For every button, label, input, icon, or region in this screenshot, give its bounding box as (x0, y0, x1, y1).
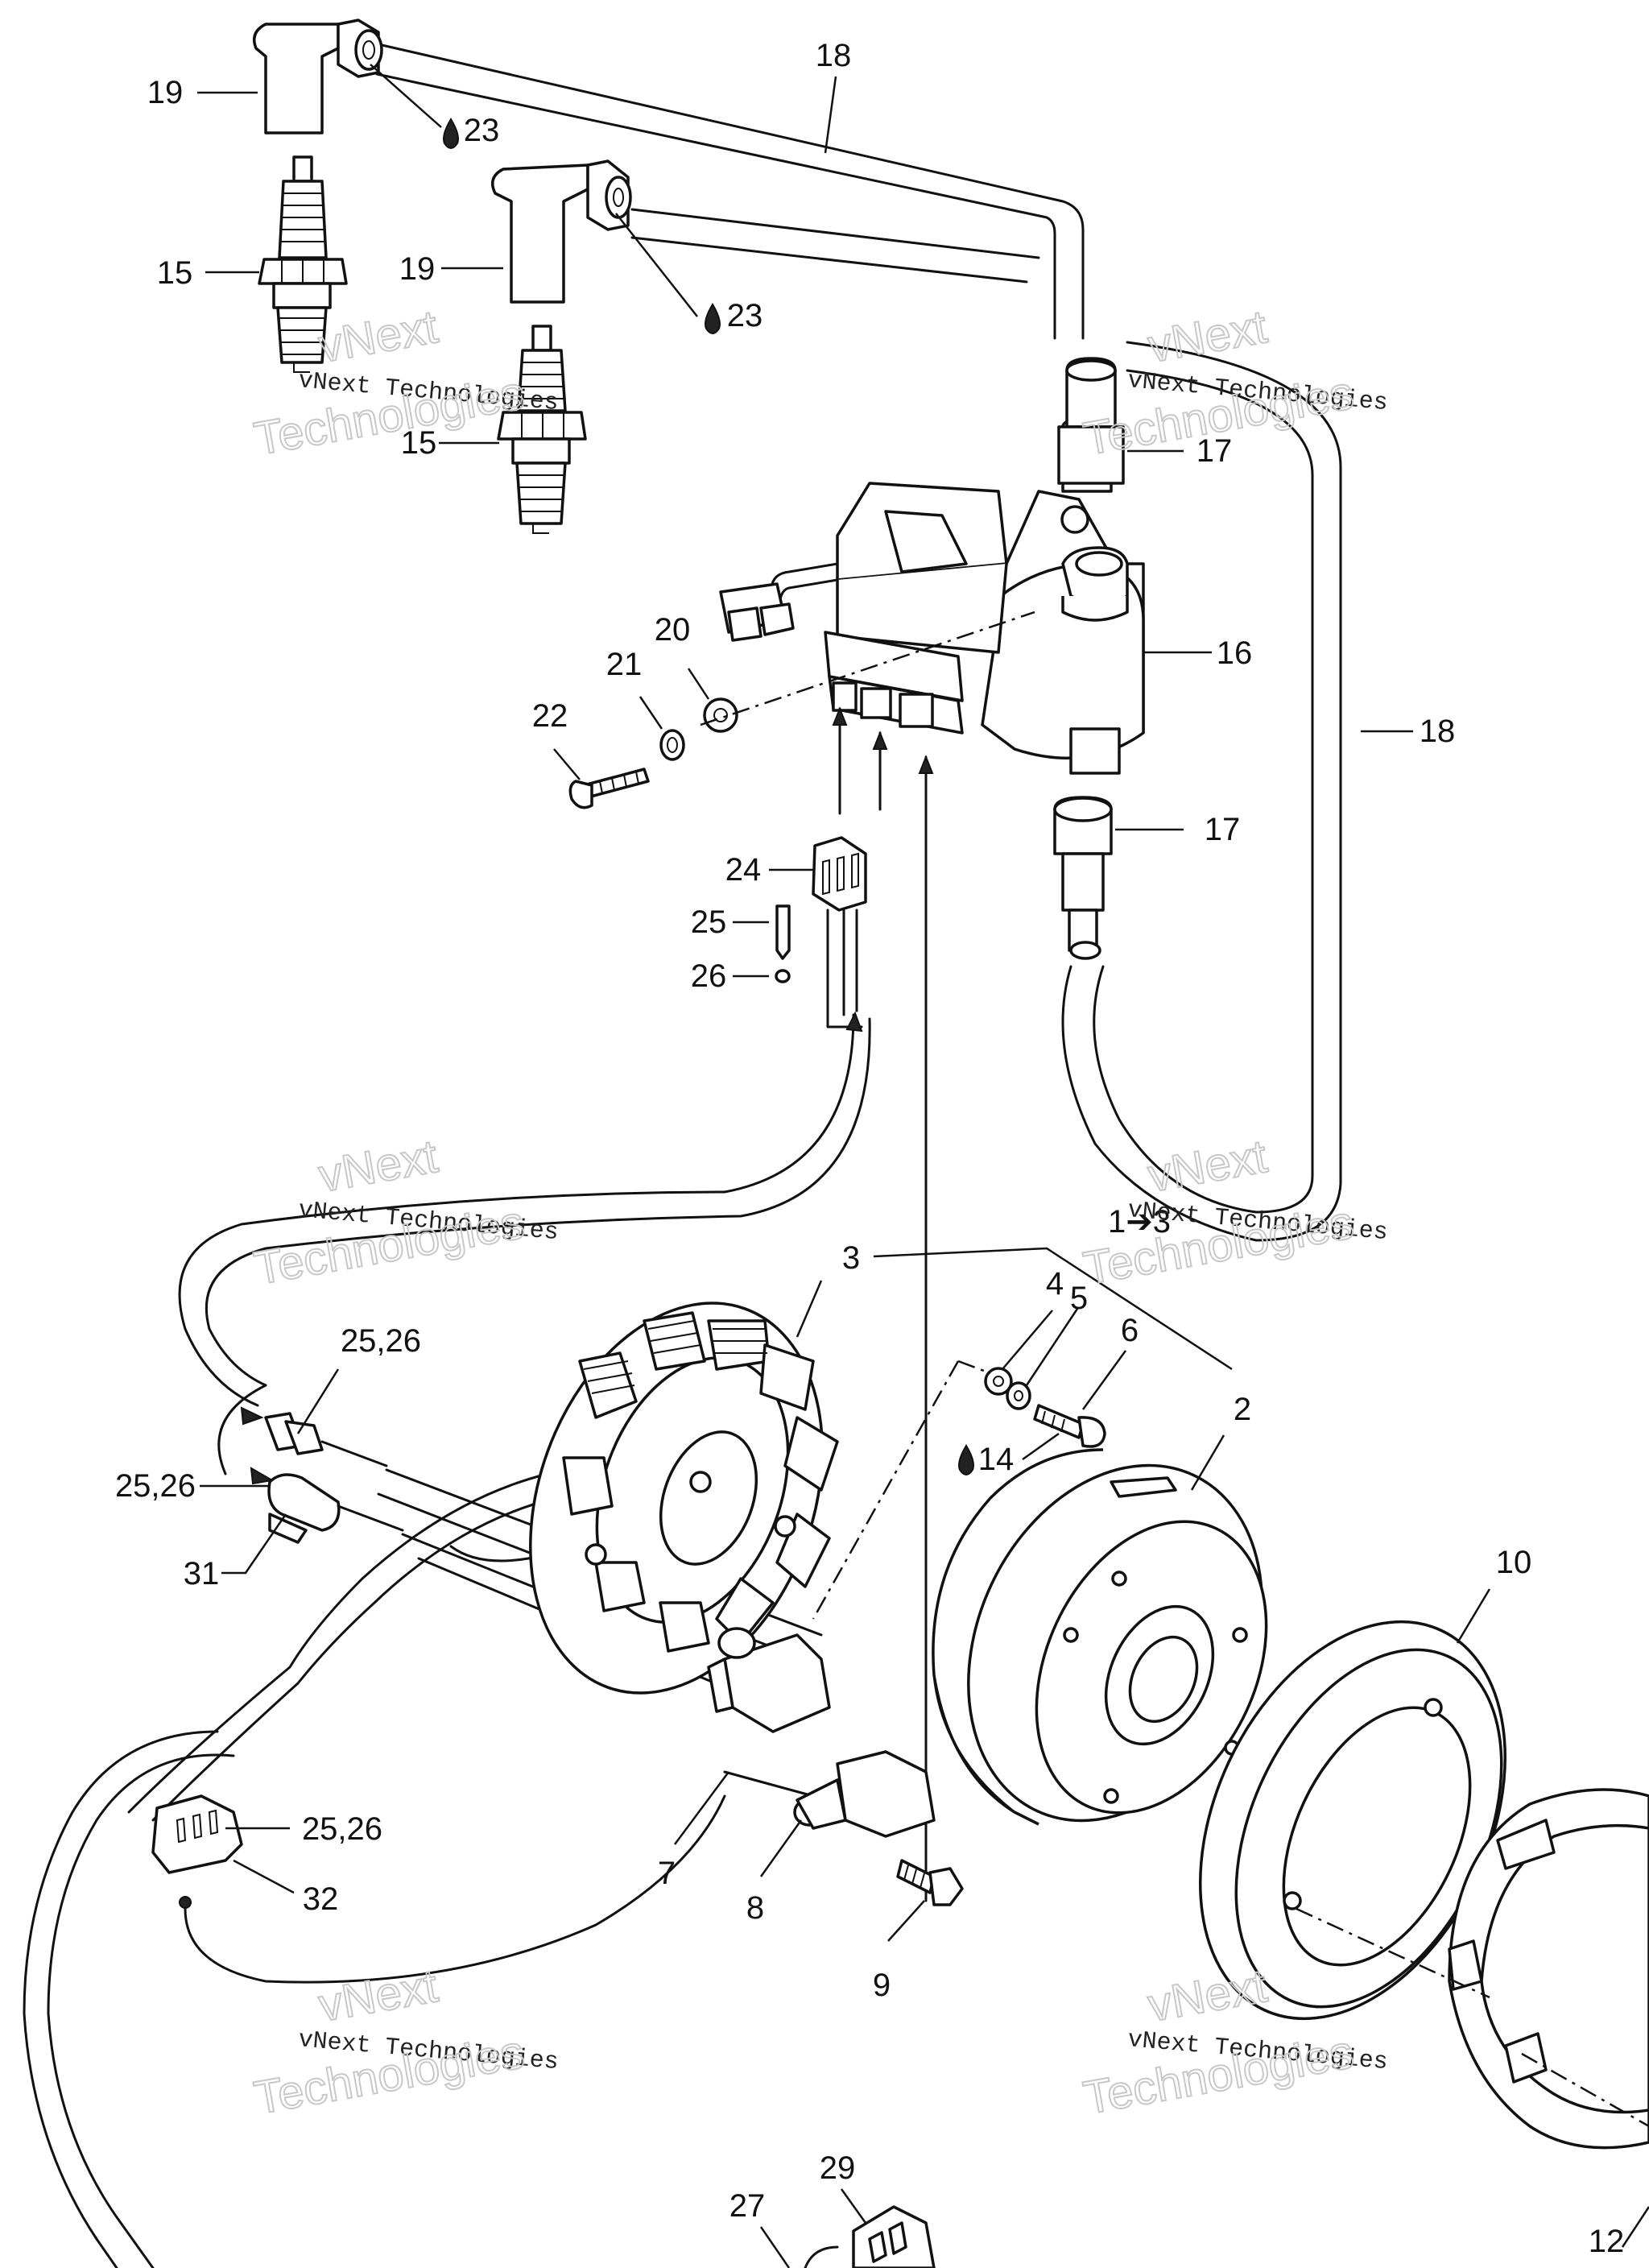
svg-text:vNext: vNext (315, 1960, 441, 2032)
high-tension-wire-upper (375, 43, 1085, 340)
svg-text:vNext: vNext (1144, 300, 1271, 373)
callout-19: 19 (399, 251, 436, 287)
flat-washer-20 (703, 697, 738, 733)
terminal-25 (775, 904, 791, 960)
plug-connector-32 (151, 1794, 243, 1909)
washer-4 (984, 1367, 1013, 1396)
screw-22 (568, 768, 650, 809)
spark-plug-2 (497, 325, 587, 534)
callout-18: 18 (816, 38, 852, 73)
callout-23: 23 (727, 298, 763, 333)
callout-15: 15 (401, 425, 437, 461)
connector-housing-24 (812, 836, 867, 1028)
callout-5: 5 (1070, 1281, 1088, 1316)
callout-21: 21 (606, 647, 643, 682)
spark-plug-cap-1 (253, 19, 383, 135)
stator-3 (529, 1302, 839, 1695)
callout-22: 22 (532, 698, 568, 734)
callout-25-26: 25,26 (341, 1323, 421, 1359)
callout-19: 19 (147, 75, 184, 110)
washer-5 (1006, 1381, 1031, 1410)
connector-arrows (832, 706, 934, 1902)
stator-mounting-axis-2 (957, 1360, 991, 1375)
callout-25: 25 (691, 904, 727, 940)
callout-17: 17 (1196, 433, 1233, 469)
leader-lines (197, 64, 1649, 2268)
spark-plug-1 (258, 155, 348, 373)
callout-16: 16 (1217, 635, 1253, 671)
callout-23: 23 (464, 113, 500, 148)
stator-harness (178, 1011, 871, 1485)
bottom-connector (804, 2205, 936, 2268)
oil-drop-icon (443, 118, 459, 149)
callout-4: 4 (1046, 1266, 1064, 1302)
screw-9 (896, 1859, 964, 1906)
callout-31: 31 (184, 1556, 220, 1591)
callout-20: 20 (655, 612, 691, 648)
callout-3: 3 (842, 1240, 860, 1276)
bullet-connector-lower (267, 1473, 404, 1544)
callout-8: 8 (746, 1890, 764, 1926)
callout-9: 9 (873, 1968, 891, 2003)
callout-26: 26 (691, 958, 727, 994)
starter-cup-12 (1296, 1788, 1649, 2150)
callout-2: 2 (1234, 1392, 1251, 1427)
callout-6: 6 (1121, 1313, 1139, 1348)
callout-17: 17 (1205, 812, 1241, 847)
spark-plug-cap-2 (490, 159, 632, 304)
watermark-top-right: vNext vNext Technologies Technologies (1079, 300, 1389, 466)
watermark-bottom-left: vNext vNext Technologies Technologies (250, 1959, 560, 2125)
svg-text:vNext: vNext (1144, 1960, 1271, 2032)
ring-10 (1199, 1620, 1506, 2021)
ground-cable (23, 1730, 726, 2268)
coil-boot-upper (1057, 357, 1125, 485)
coil-boot-lower (1053, 796, 1113, 960)
svg-text:vNext: vNext (315, 300, 441, 373)
high-tension-wire-lower (1061, 341, 1342, 1242)
flywheel-2 (932, 1448, 1268, 1826)
callout-25-26: 25,26 (115, 1468, 196, 1504)
bullet-connector-upper (264, 1412, 388, 1467)
callout-1-to-3: 1➔3 (1108, 1204, 1171, 1240)
stator-mounting-axis (812, 1360, 960, 1620)
callout-25-26: 25,26 (302, 1811, 382, 1847)
trigger-coil (707, 1627, 936, 1838)
ignition-coil (719, 416, 1145, 775)
callout-15: 15 (157, 255, 193, 291)
seal-26 (775, 969, 791, 983)
callout-32: 32 (303, 1881, 339, 1917)
screw-6 (1033, 1404, 1106, 1448)
svg-text:vNext: vNext (315, 1130, 441, 1202)
callout-7: 7 (658, 1856, 676, 1891)
callout-18: 18 (1420, 714, 1456, 749)
callout-24: 24 (725, 852, 762, 888)
coil-mounting-axis (700, 610, 1035, 726)
callout-10: 10 (1496, 1545, 1532, 1580)
callout-14: 14 (978, 1442, 1015, 1477)
callout-27: 27 (729, 2188, 766, 2224)
lock-washer-21 (659, 729, 685, 761)
callout-29: 29 (820, 2150, 856, 2186)
svg-text:vNext: vNext (1144, 1130, 1271, 1202)
callout-12: 12 (1589, 2224, 1625, 2259)
oil-drop-icon (705, 303, 721, 334)
watermark-middle-left: vNext vNext Technologies Technologies (250, 1129, 560, 1296)
oil-drop-icon (958, 1444, 974, 1475)
